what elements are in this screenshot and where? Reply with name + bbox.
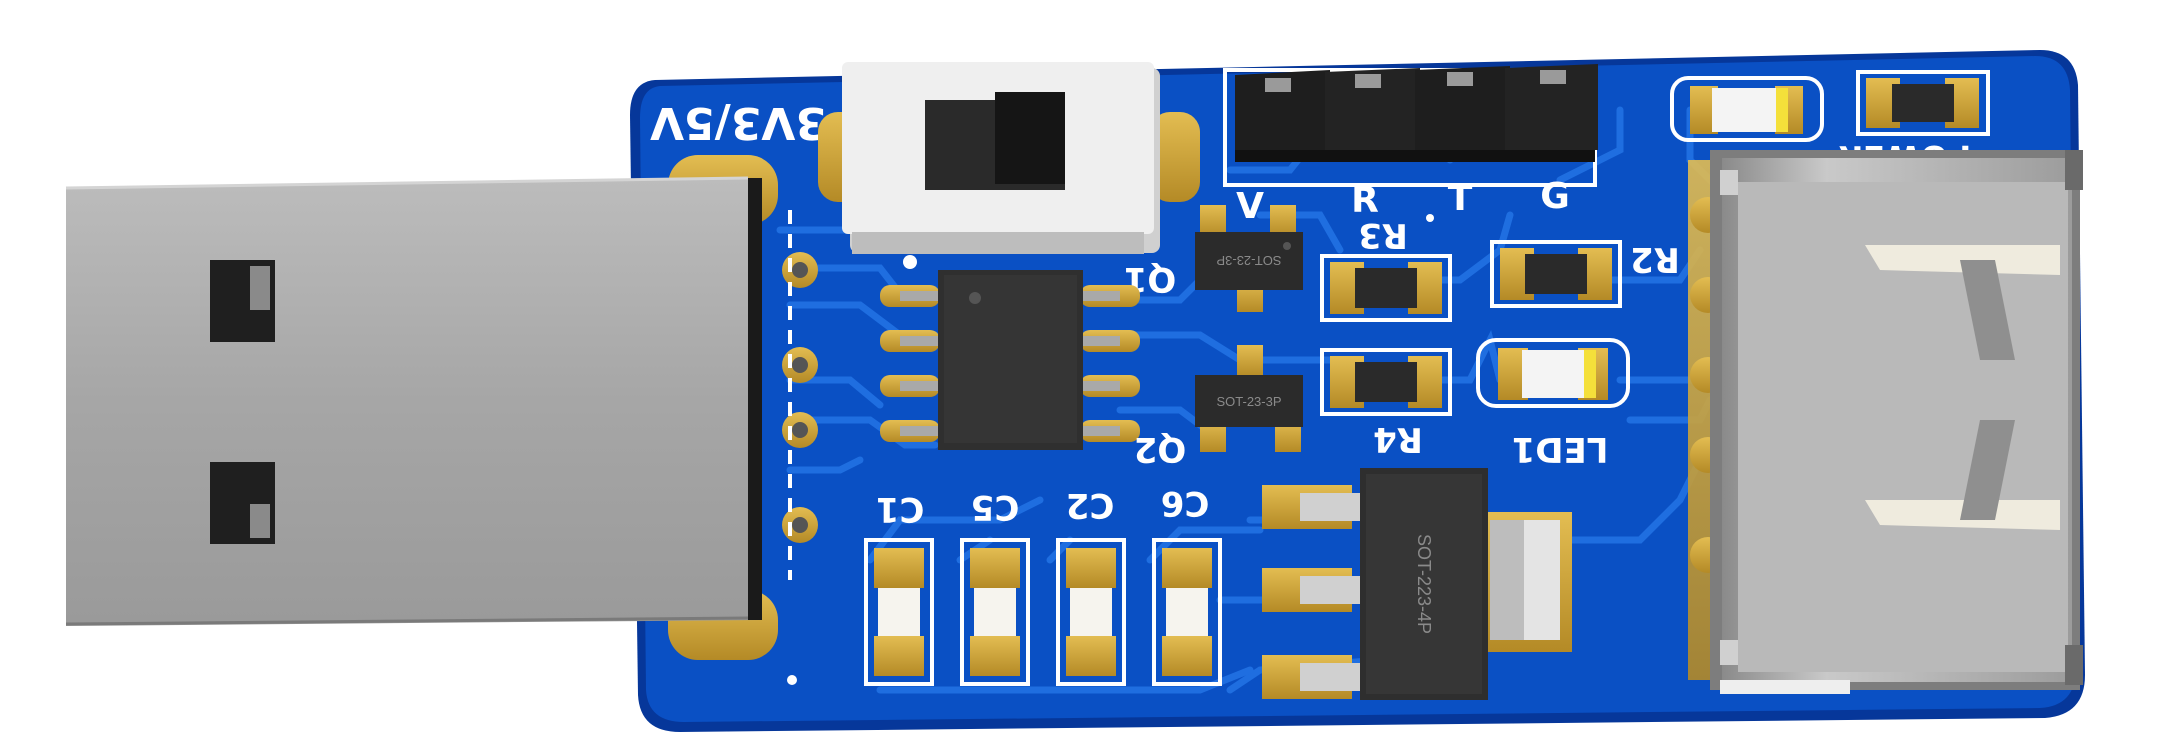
voltage-label: 3V3/5V xyxy=(650,97,826,148)
label-r3: R3 xyxy=(1358,215,1408,255)
capacitor-c1 xyxy=(864,538,934,686)
pin-header xyxy=(1223,64,1598,187)
resistor-r2 xyxy=(1490,240,1622,308)
led-led1 xyxy=(1476,338,1630,408)
voltage-regulator: SOT-223-4P xyxy=(1262,468,1572,700)
capacitor-c2 xyxy=(1056,538,1126,686)
capacitor-c5 xyxy=(960,538,1030,686)
slide-switch xyxy=(818,62,1200,269)
label-led1: LED1 xyxy=(1512,429,1609,469)
regulator-package-marking: SOT-223-4P xyxy=(1414,534,1434,634)
capacitor-c6 xyxy=(1152,538,1222,686)
label-c6: C6 xyxy=(1161,483,1210,523)
usb-a-receptacle xyxy=(1688,150,2083,694)
pin-label-g: G xyxy=(1540,176,1570,217)
q2-package-marking: SOT-23-3P xyxy=(1216,394,1281,409)
resistor-r3 xyxy=(1320,254,1452,322)
transistor-q2: SOT-23-3P xyxy=(1195,345,1303,452)
q1-package-marking: SOT-23-3P xyxy=(1216,253,1281,268)
resistor-r4 xyxy=(1320,348,1452,416)
label-c2: C2 xyxy=(1066,485,1115,525)
transistor-q1: SOT-23-3P xyxy=(1195,205,1303,312)
pin-label-t: T xyxy=(1448,178,1473,219)
pin-label-v: V xyxy=(1236,186,1264,227)
silk-dots xyxy=(787,214,1434,685)
label-c5: C5 xyxy=(971,487,1020,527)
pin-label-r: R xyxy=(1351,180,1379,221)
label-c1: C1 xyxy=(876,489,925,529)
usb-a-plug xyxy=(65,176,762,626)
label-r2: R2 xyxy=(1630,239,1680,279)
label-r4: R4 xyxy=(1373,419,1423,459)
ic-soic8 xyxy=(880,270,1140,450)
power-resistor xyxy=(1856,70,1990,136)
label-q2: Q2 xyxy=(1134,429,1187,469)
power-led xyxy=(1670,76,1824,142)
